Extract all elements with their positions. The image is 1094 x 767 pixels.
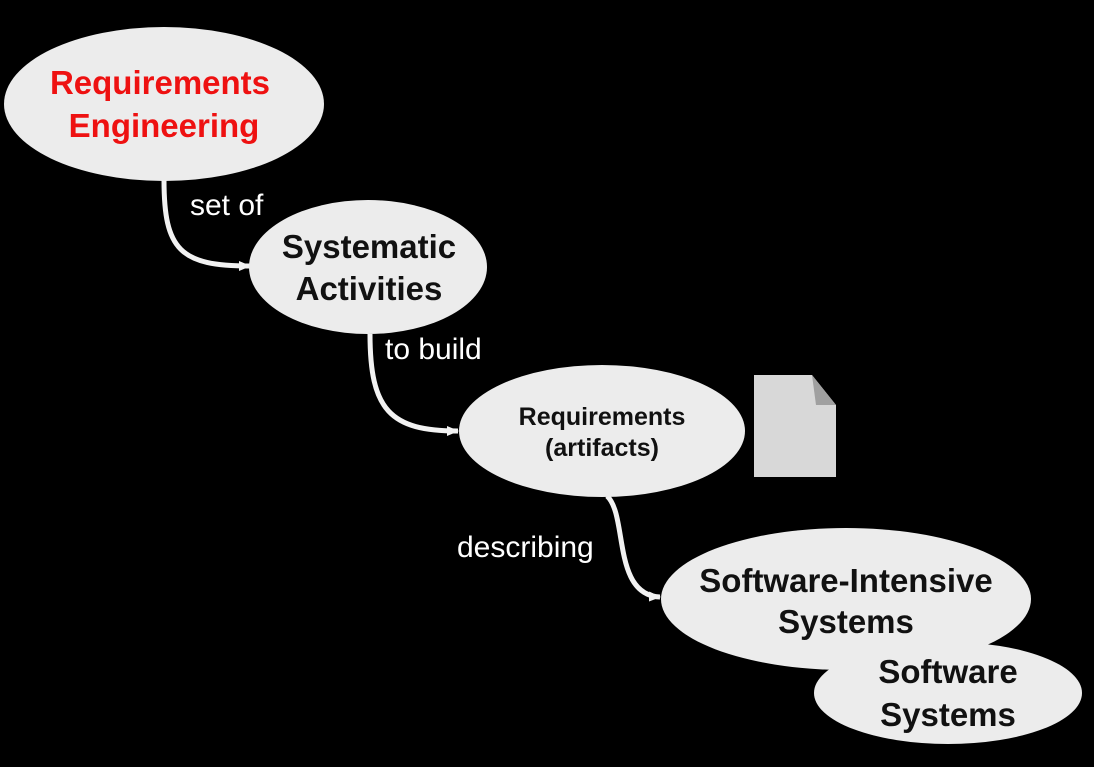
node-requirements-artifacts-line2: (artifacts) xyxy=(545,434,659,462)
node-requirements-artifacts: Requirements (artifacts) xyxy=(459,365,745,497)
edge-label-describing: describing xyxy=(457,531,594,564)
document-icon xyxy=(754,375,836,477)
node-systematic-activities: Systematic Activities xyxy=(249,200,487,334)
node-software-intensive-systems-line2: Systems xyxy=(778,603,914,640)
node-requirements-artifacts-line1: Requirements xyxy=(519,403,686,431)
node-software-intensive-systems-line1: Software-Intensive xyxy=(699,562,992,599)
node-systematic-activities-line1: Systematic xyxy=(282,228,456,265)
node-requirements-engineering-line2: Engineering xyxy=(69,107,260,144)
edge-describing-arrow xyxy=(605,494,661,602)
edge-set-of-arrow xyxy=(161,179,251,271)
node-software-systems: Software Systems xyxy=(814,642,1082,744)
node-requirements-engineering: Requirements Engineering xyxy=(4,27,324,181)
edge-label-set-of: set of xyxy=(190,189,264,222)
node-software-systems-line1: Software xyxy=(878,653,1017,690)
node-requirements-engineering-line1: Requirements xyxy=(50,64,270,101)
node-software-systems-line2: Systems xyxy=(880,696,1016,733)
edge-to-build-arrow xyxy=(367,333,459,436)
node-systematic-activities-line2: Activities xyxy=(296,270,443,307)
node-software-intensive-systems: Software-Intensive Systems xyxy=(661,528,1031,670)
edge-label-to-build: to build xyxy=(385,333,482,366)
